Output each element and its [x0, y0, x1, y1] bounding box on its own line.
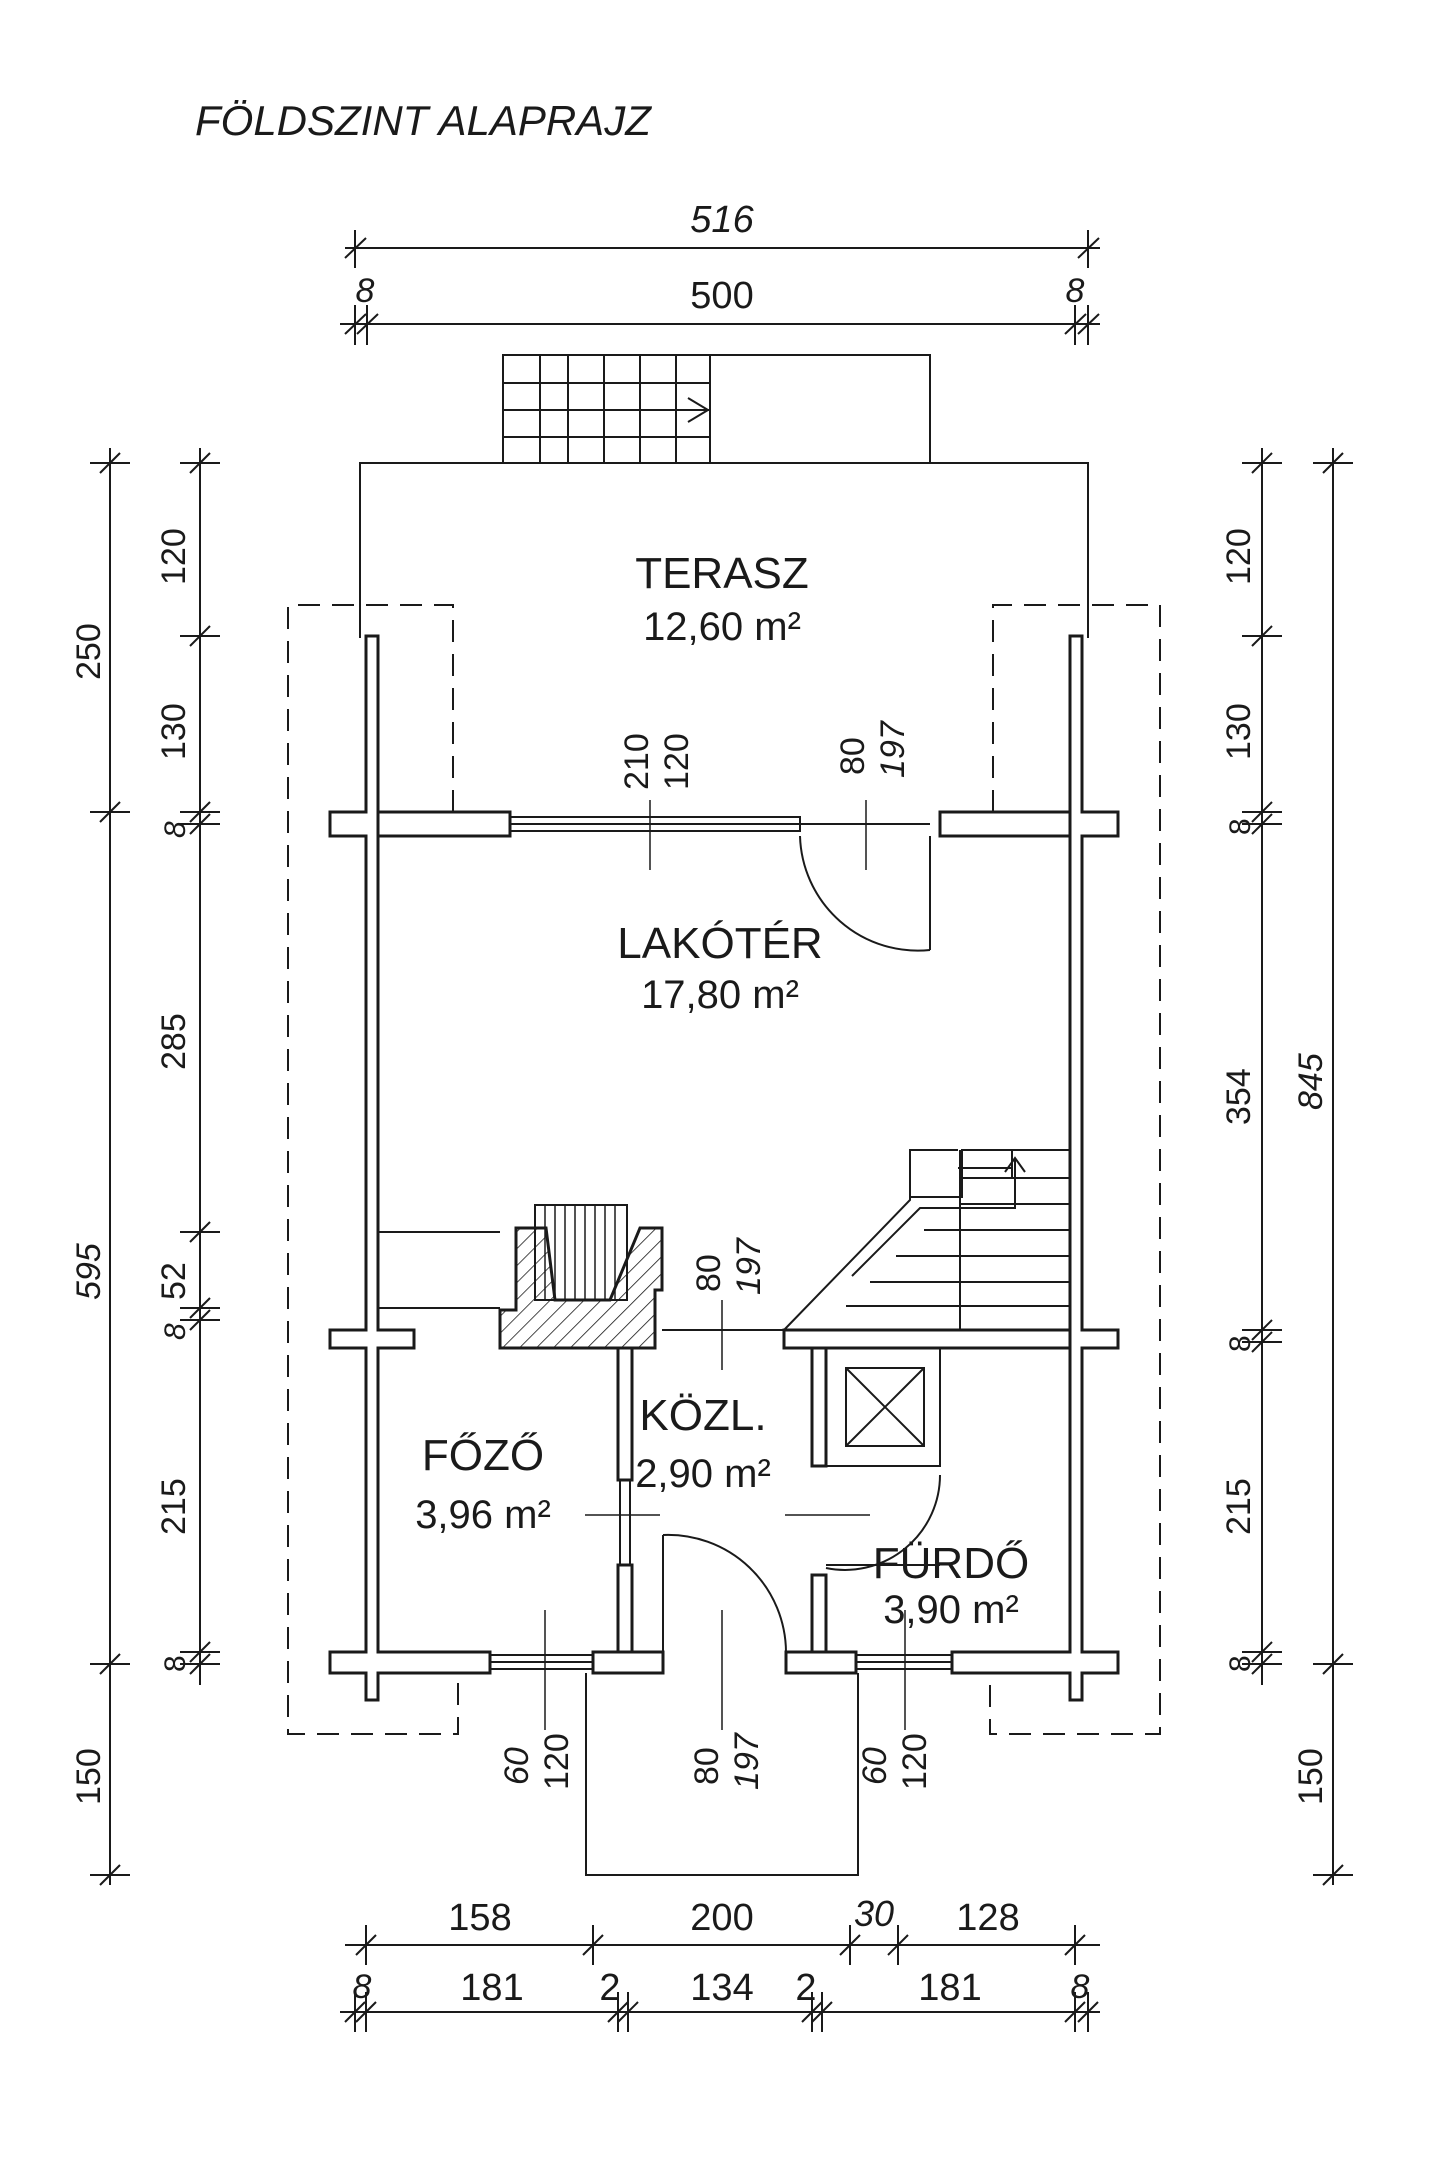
door-entry-width: 80 [688, 1747, 726, 1785]
dim-right-8-a: 8 [1224, 818, 1257, 835]
dim-right-130: 130 [1220, 703, 1258, 760]
dim-left-250: 250 [70, 623, 108, 680]
left-dimension-labels: 120 130 8 285 52 8 215 8 250 595 150 [70, 528, 193, 1805]
dim-bottom-181-right: 181 [918, 1967, 981, 2009]
left-dimension-lines [90, 448, 220, 1886]
dim-right-150: 150 [1292, 1748, 1330, 1805]
staircase [783, 1149, 1070, 1331]
dim-bottom-2-right: 2 [795, 1967, 816, 2009]
chimney-stove [498, 1204, 664, 1350]
dim-right-8-c: 8 [1224, 1655, 1257, 1672]
window-fozo-height: 120 [538, 1733, 576, 1790]
dim-top-left-wall: 8 [356, 272, 375, 310]
room-terasz-name: TERASZ [635, 549, 809, 598]
room-furdo-name: FÜRDŐ [873, 1539, 1029, 1588]
room-fozo-name: FŐZŐ [422, 1431, 544, 1480]
entry-steps [503, 355, 711, 463]
door-kozl-height: 197 [730, 1237, 768, 1295]
roof-overhang-dashed [287, 604, 1161, 1735]
door-kozl-width: 80 [690, 1254, 728, 1292]
right-dimension-lines [1242, 448, 1353, 1886]
opening-marker-lines [544, 800, 906, 1730]
door-terrace-height: 197 [874, 720, 912, 778]
dim-left-52: 52 [155, 1262, 193, 1300]
dim-top-right-wall: 8 [1066, 272, 1085, 310]
dim-bottom-200: 200 [690, 1897, 753, 1939]
dim-left-215: 215 [155, 1478, 193, 1535]
door-entry-height: 197 [728, 1732, 766, 1790]
window-furdo-height: 120 [896, 1733, 934, 1790]
dim-top-overall: 516 [690, 199, 754, 241]
right-dimension-labels: 120 130 8 354 8 215 8 845 150 [1220, 528, 1330, 1805]
dim-bottom-8-right: 8 [1071, 1968, 1090, 2006]
room-terasz-area: 12,60 m² [643, 605, 801, 649]
top-dimension-lines [340, 230, 1100, 345]
dim-right-354: 354 [1220, 1068, 1258, 1125]
dim-left-285: 285 [155, 1013, 193, 1070]
dim-right-845: 845 [1292, 1053, 1330, 1110]
window-terrace-width: 210 [618, 733, 656, 790]
dim-left-8-a: 8 [159, 821, 192, 838]
dim-bottom-2-left: 2 [599, 1967, 620, 2009]
room-kozl-area: 2,90 m² [635, 1452, 771, 1496]
opening-labels: 210 120 80 197 80 197 60 120 80 197 60 1… [498, 720, 934, 1790]
doors [585, 823, 941, 1876]
dim-left-595: 595 [70, 1243, 108, 1300]
room-fozo-area: 3,96 m² [415, 1493, 551, 1537]
dim-bottom-158: 158 [448, 1897, 511, 1939]
room-kozl-name: KÖZL. [639, 1391, 766, 1440]
walls [328, 634, 1120, 1702]
window-fozo-width: 60 [498, 1747, 536, 1785]
door-terrace-width: 80 [834, 737, 872, 775]
thin-lines [378, 1231, 941, 1467]
dim-left-8-b: 8 [159, 1323, 192, 1340]
dim-bottom-8-left: 8 [353, 1968, 372, 2006]
dim-left-120: 120 [155, 528, 193, 585]
room-lakoter-name: LAKÓTÉR [617, 919, 822, 968]
bottom-dimension-labels: 158 200 30 128 8 181 2 134 2 181 8 [353, 1893, 1090, 2009]
dim-bottom-181-left: 181 [460, 1967, 523, 2009]
bottom-dimension-lines [340, 1925, 1100, 2032]
room-lakoter-area: 17,80 m² [641, 973, 799, 1017]
dim-bottom-30: 30 [854, 1893, 894, 1934]
windows [489, 816, 953, 1670]
dim-top-inner: 500 [690, 275, 753, 317]
dim-left-130: 130 [155, 703, 193, 760]
dim-right-120: 120 [1220, 528, 1258, 585]
window-furdo-width: 60 [856, 1747, 894, 1785]
dim-left-150: 150 [70, 1748, 108, 1805]
dim-right-8-b: 8 [1224, 1335, 1257, 1352]
window-terrace-height: 120 [658, 733, 696, 790]
dim-right-215: 215 [1220, 1478, 1258, 1535]
dim-bottom-134: 134 [690, 1967, 753, 2009]
room-furdo-area: 3,90 m² [883, 1588, 1019, 1632]
room-labels: TERASZ 12,60 m² LAKÓTÉR 17,80 m² FŐZŐ 3,… [415, 549, 1029, 1632]
dim-bottom-128: 128 [956, 1897, 1019, 1939]
dim-left-8-c: 8 [159, 1655, 192, 1672]
plan-title: FÖLDSZINT ALAPRAJZ [195, 97, 652, 144]
